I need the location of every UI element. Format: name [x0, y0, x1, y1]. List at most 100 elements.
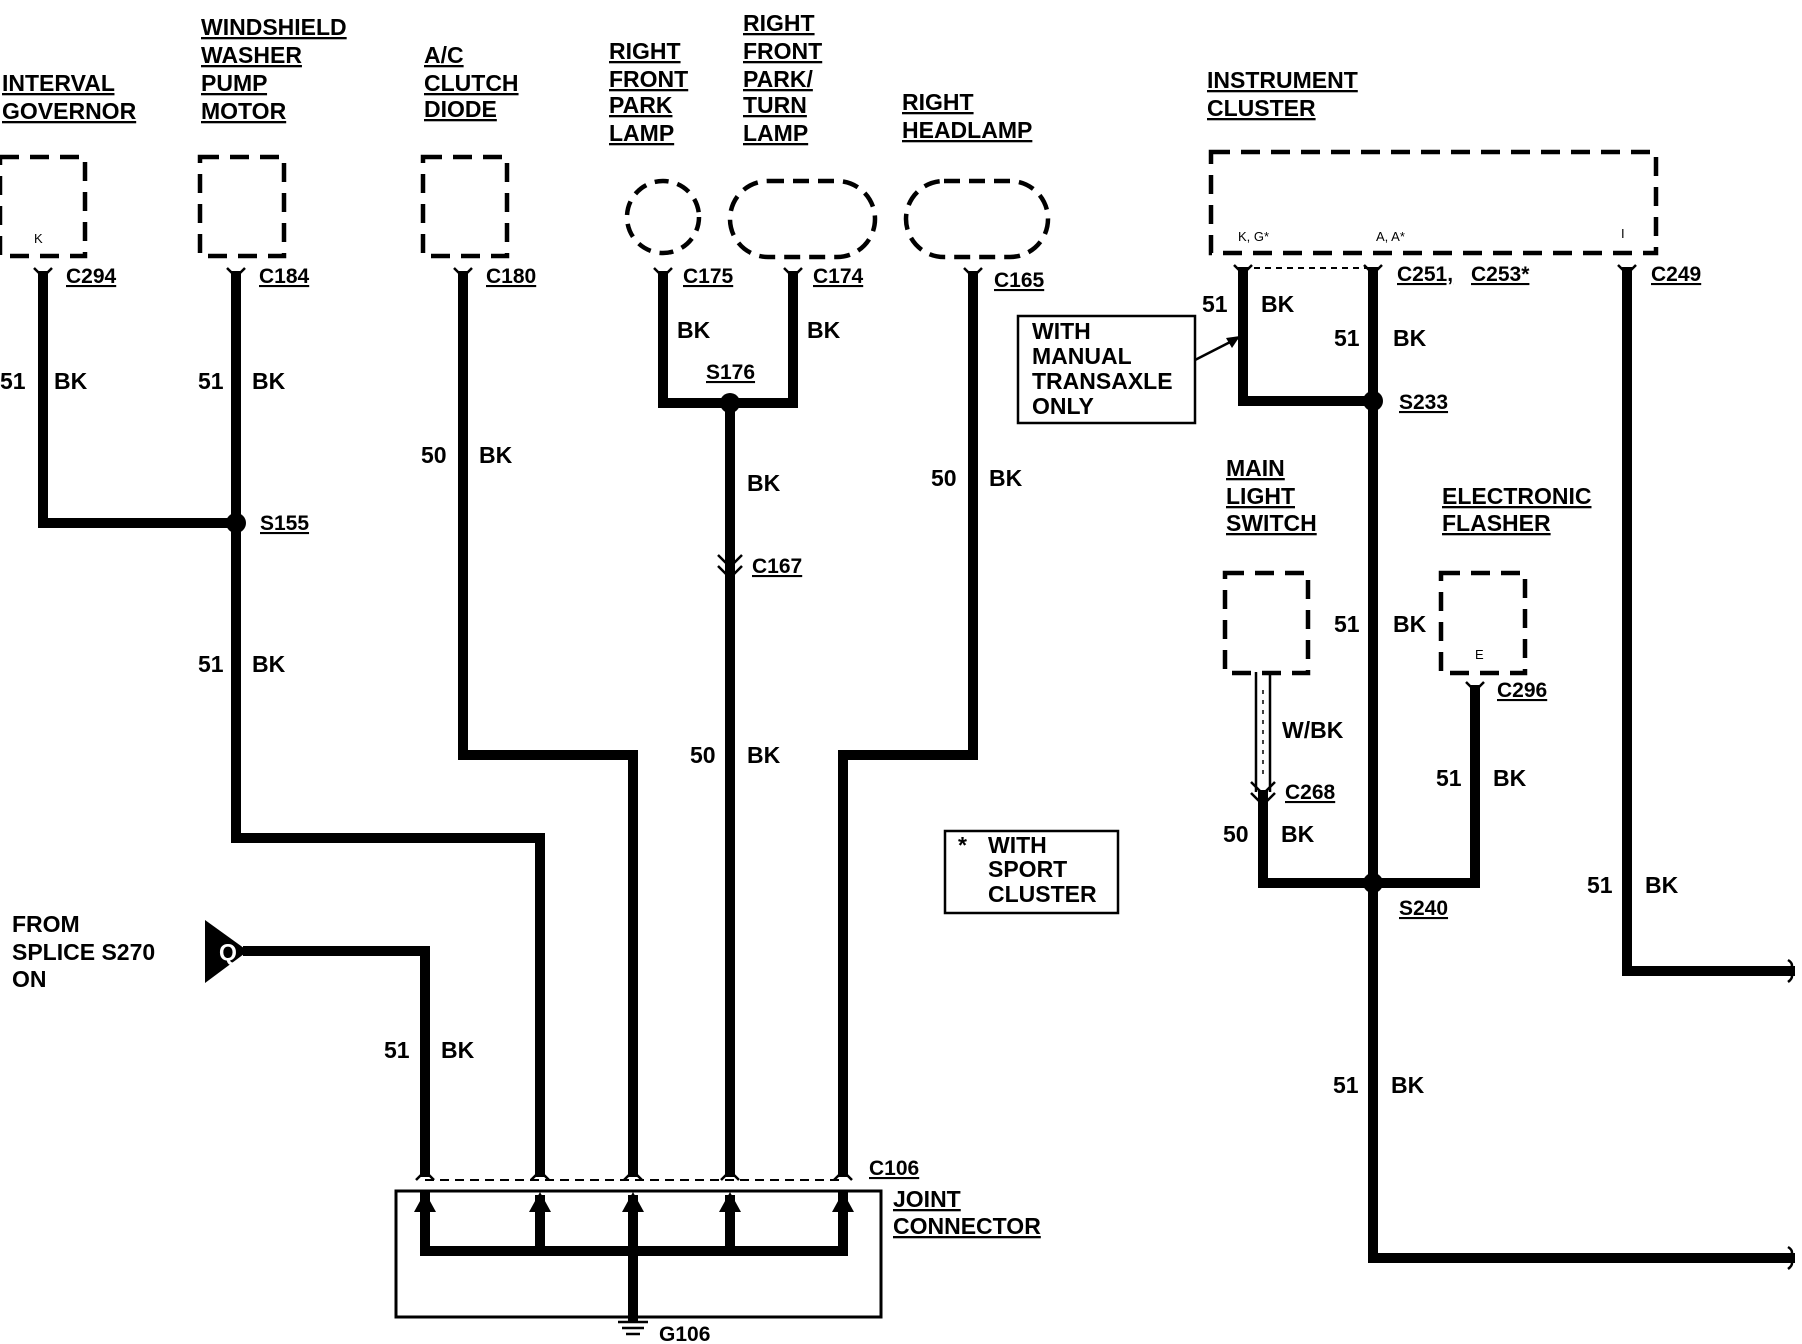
- c106-mark-3: [623, 1169, 643, 1181]
- wire-color: BK: [1393, 325, 1427, 351]
- note-sport-cluster: WITH SPORT CLUSTER: [988, 832, 1097, 907]
- c106-mark-2: [530, 1169, 550, 1181]
- wire-color: BK: [1645, 872, 1679, 898]
- c251-kg-mark: [1233, 264, 1253, 276]
- wire-c296-s240: [1368, 685, 1480, 888]
- label-c251: C251,: [1397, 263, 1453, 286]
- s155-dot: [226, 513, 246, 533]
- pin-kg: K, G*: [1238, 229, 1269, 244]
- main-light-switch-box: [1222, 570, 1311, 676]
- wire-break-upper: [1785, 958, 1794, 983]
- wire-color: BK: [1391, 1072, 1425, 1098]
- joint-arrow-2: [529, 1192, 551, 1212]
- title-washer-pump: WINDSHIELD WASHER PUMP MOTOR: [201, 14, 353, 124]
- wire-gauge: 51: [1334, 325, 1360, 351]
- label-c268: C268: [1285, 781, 1336, 804]
- wire-color: BK: [1281, 821, 1315, 847]
- rf-park-lamp-outline: [624, 178, 702, 256]
- instrument-cluster-box: [1208, 149, 1659, 256]
- c268-mark-a: [1250, 781, 1276, 796]
- label-s176: S176: [706, 361, 755, 384]
- wire-color: BK: [677, 317, 711, 343]
- c167-mark-b: [717, 565, 743, 580]
- wire-color: BK: [807, 317, 841, 343]
- wire-labels: 51 BK 51 BK 51 BK 50 BK BK BK BK 50 BK 5…: [0, 291, 1679, 1098]
- wire-gauge: 51: [1334, 611, 1360, 637]
- wire-c268-s240: [1258, 790, 1378, 888]
- connector-marks: [33, 264, 1637, 1181]
- r-headlamp-outline: [903, 178, 1051, 260]
- wire-break-lower: [1785, 1245, 1794, 1270]
- title-interval-governor: INTERVAL GOVERNOR: [2, 70, 137, 124]
- wire-gauge: 51: [0, 368, 26, 394]
- s240-dot: [1363, 873, 1383, 893]
- title-joint-connector: JOINT CONNECTOR: [893, 1186, 1041, 1239]
- c294-mark: [33, 267, 53, 279]
- label-s233: S233: [1399, 391, 1448, 414]
- from-splice-s270-flag: [205, 920, 248, 983]
- from-splice-flag-letter: Q: [219, 939, 237, 965]
- pin-k: K: [34, 231, 43, 246]
- rf-turn-lamp-outline: [727, 178, 878, 260]
- c180-mark: [453, 267, 473, 279]
- wire-gauge: 50: [1223, 821, 1249, 847]
- title-rf-park-lamp: RIGHT FRONT PARK LAMP: [609, 38, 695, 146]
- s176-dot: [720, 393, 740, 413]
- wire-c249-right: [1622, 267, 1795, 976]
- c174-mark: [783, 267, 803, 279]
- note-manual-transaxle: WITH MANUAL TRANSAXLE ONLY: [1032, 318, 1179, 419]
- note-sport-asterisk: *: [958, 832, 967, 858]
- wire-gauge: 51: [198, 651, 224, 677]
- c251-a-mark: [1363, 264, 1383, 276]
- c106-mark-4: [720, 1169, 740, 1181]
- label-g106: G106: [659, 1323, 710, 1344]
- joint-connector: [394, 1189, 883, 1336]
- c296-mark: [1465, 681, 1485, 693]
- wire-c165-joint: [838, 271, 978, 1177]
- wire-gauge: 51: [1202, 291, 1228, 317]
- sport-cluster-note-box: [943, 829, 1120, 915]
- label-c296: C296: [1497, 679, 1547, 702]
- joint-connector-box: [394, 1189, 883, 1319]
- wire-c180-joint: [458, 271, 638, 1177]
- interval-governor-box: [0, 154, 88, 259]
- label-c165: C165: [994, 269, 1045, 292]
- c106-mark-1: [415, 1169, 435, 1181]
- wire-c184-joint: [231, 271, 545, 1177]
- component-outlines: [0, 149, 1659, 1181]
- wire-c294-s155: [38, 271, 238, 528]
- splice-dots: [226, 391, 1383, 893]
- wire-gauge: 50: [931, 465, 957, 491]
- wire-gauge: 50: [421, 442, 447, 468]
- label-s240: S240: [1399, 897, 1448, 920]
- wire-color: BK: [252, 651, 286, 677]
- c268-mark-b: [1250, 792, 1276, 807]
- wire-from-s270-joint: [243, 946, 430, 1177]
- joint-arrow-1: [414, 1192, 436, 1212]
- c249-mark: [1617, 264, 1637, 276]
- wire-color: BK: [1393, 611, 1427, 637]
- wire-color: BK: [54, 368, 88, 394]
- joint-arrow-3: [622, 1192, 644, 1212]
- wire-color: BK: [989, 465, 1023, 491]
- label-c184: C184: [259, 265, 310, 288]
- wire-gauge: 51: [384, 1037, 410, 1063]
- wires: [38, 267, 1795, 1270]
- wire-color: BK: [479, 442, 513, 468]
- pin-i: I: [1621, 226, 1625, 241]
- wire-color: BK: [747, 742, 781, 768]
- label-c175: C175: [683, 265, 734, 288]
- s233-dot: [1363, 391, 1383, 411]
- wire-color-wbk: W/BK: [1282, 717, 1344, 743]
- pin-e: E: [1475, 647, 1484, 662]
- c167-mark-a: [717, 554, 743, 569]
- c184-mark: [226, 267, 246, 279]
- manual-transaxle-arrowhead: [1226, 336, 1240, 348]
- label-c249: C249: [1651, 263, 1701, 286]
- title-rf-turn-lamp: RIGHT FRONT PARK/ TURN LAMP: [743, 10, 829, 146]
- label-s155: S155: [260, 512, 309, 535]
- wire-color: BK: [747, 470, 781, 496]
- title-instrument-cluster: INSTRUMENT CLUSTER: [1207, 67, 1364, 121]
- wire-cluster-a-ground: [1368, 267, 1795, 1263]
